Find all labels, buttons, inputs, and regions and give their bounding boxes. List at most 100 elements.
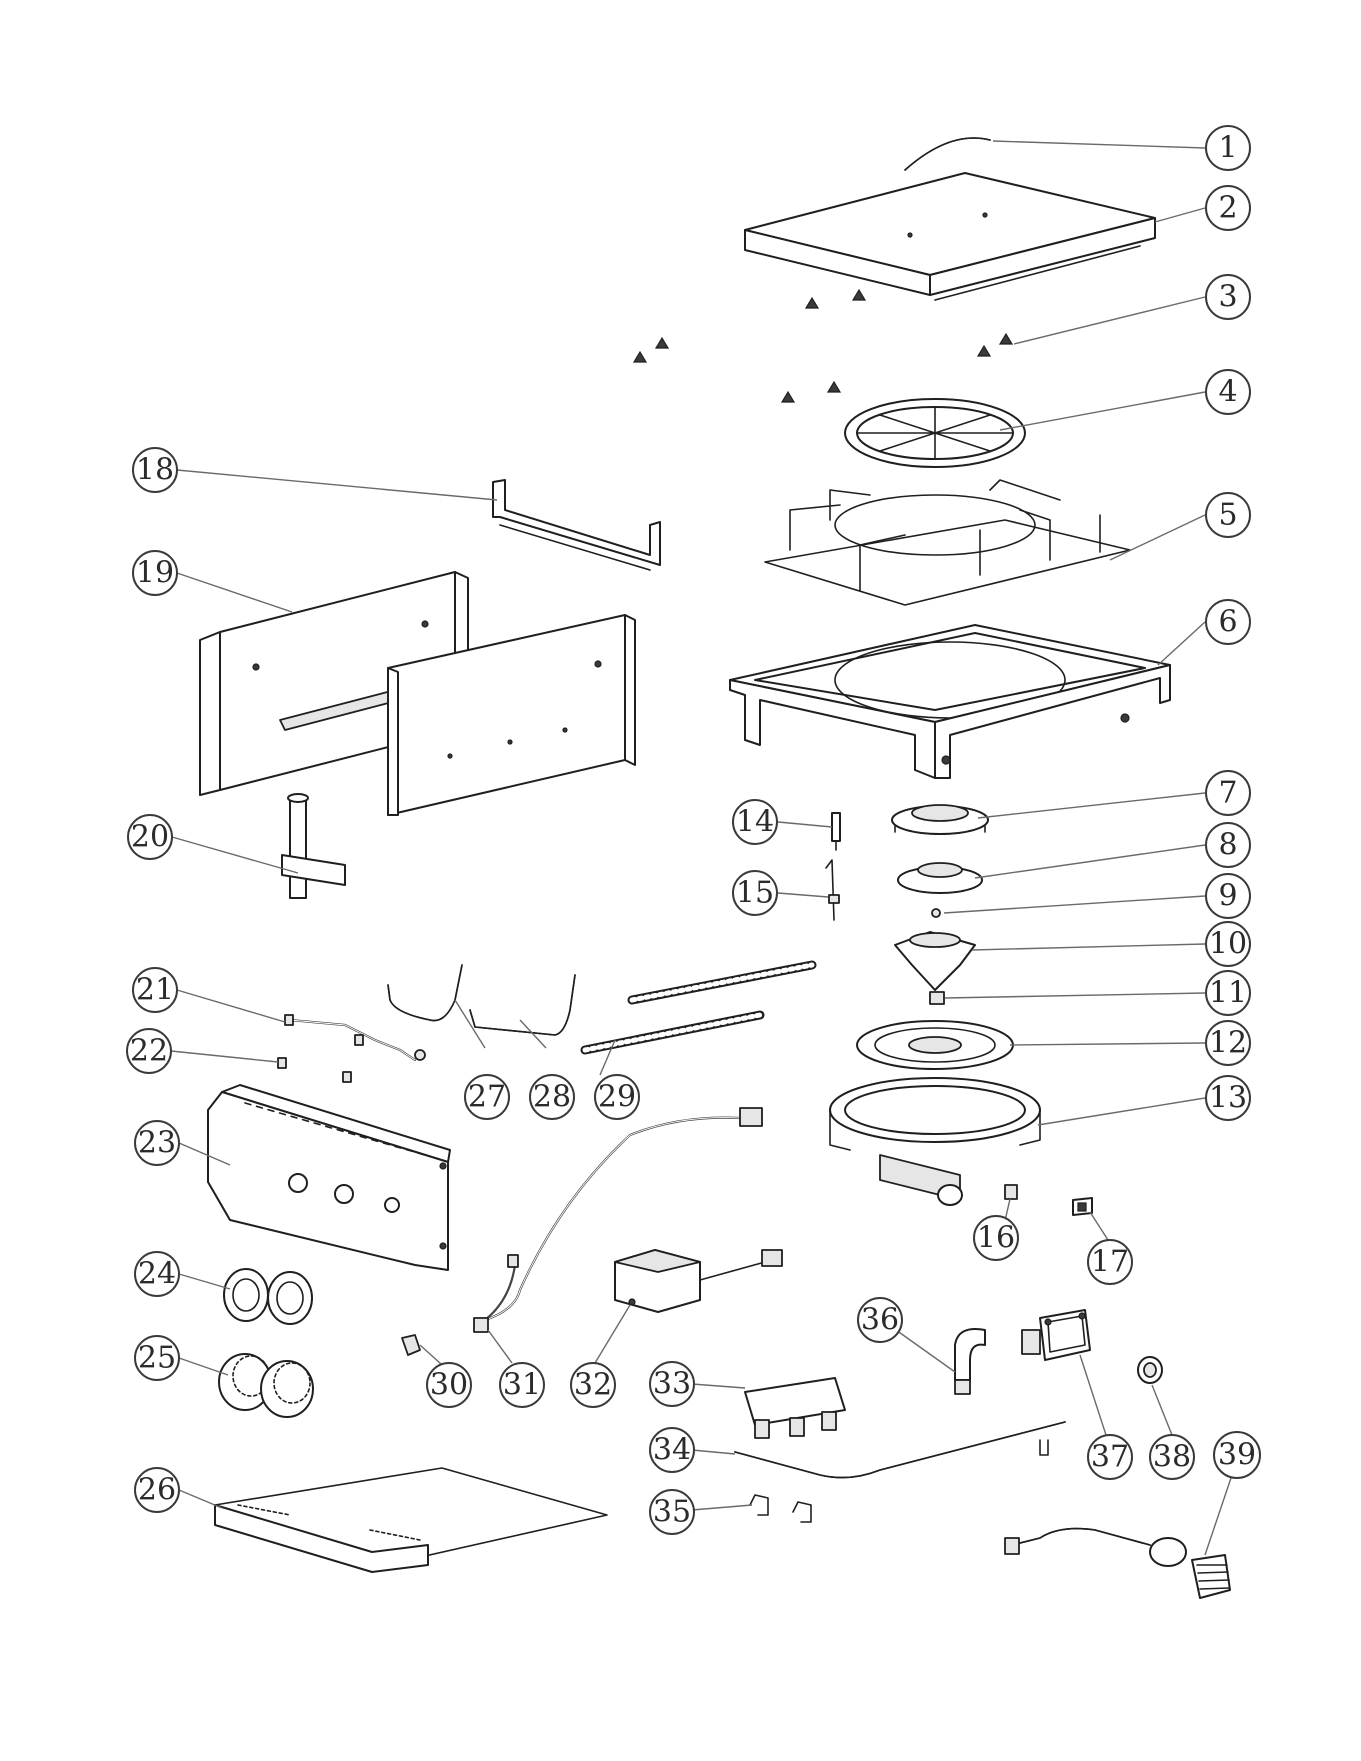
svg-text:38: 38 [1153,1440,1191,1475]
svg-text:35: 35 [653,1495,691,1530]
callout-5: 5 [1206,493,1250,537]
part-12-burner-plate [857,1021,1013,1069]
svg-text:23: 23 [138,1126,176,1161]
part-28-bent-tube [470,975,575,1035]
part-30-igniter-button [402,1335,420,1355]
svg-text:17: 17 [1091,1245,1129,1280]
callout-34: 34 [650,1428,694,1472]
callout-29: 29 [595,1075,639,1119]
callout-7: 7 [1206,771,1250,815]
callout-6: 6 [1206,600,1250,644]
svg-text:21: 21 [136,973,174,1008]
svg-text:34: 34 [653,1433,691,1468]
callout-1: 1 [1206,126,1250,170]
svg-text:31: 31 [503,1368,541,1403]
part-15-thermocouple [826,860,839,920]
svg-text:25: 25 [138,1341,176,1376]
callout-35: 35 [650,1490,694,1534]
part-35-clips [750,1495,811,1522]
svg-text:15: 15 [736,876,774,911]
svg-text:7: 7 [1218,776,1237,811]
callout-28: 28 [530,1075,574,1119]
svg-text:12: 12 [1209,1026,1247,1061]
svg-text:8: 8 [1218,828,1237,863]
svg-text:6: 6 [1218,605,1237,640]
part-7-burner-cap [892,805,988,834]
callout-32: 32 [571,1363,615,1407]
part-27-bent-tube [388,965,462,1021]
callout-27: 27 [465,1075,509,1119]
svg-text:5: 5 [1218,498,1237,533]
svg-text:19: 19 [136,556,174,591]
part-9-screw [932,909,940,917]
callout-24: 24 [135,1252,179,1296]
callout-31: 31 [500,1363,544,1407]
callout-2: 2 [1206,186,1250,230]
part-23-control-panel [208,1085,450,1270]
callout-33: 33 [650,1362,694,1406]
part-38-nut [1138,1357,1162,1383]
callout-38: 38 [1150,1435,1194,1479]
callout-21: 21 [133,968,177,1012]
callout-20: 20 [128,815,172,859]
part-10-burner-base [895,932,975,990]
part-1-handle [905,138,990,170]
part-17-bracket [1073,1198,1092,1215]
svg-text:30: 30 [430,1368,468,1403]
part-16-fitting [1005,1185,1017,1199]
svg-text:37: 37 [1091,1440,1129,1475]
part-33-valve-manifold [745,1378,845,1438]
part-11-elbow [930,992,944,1004]
callout-23: 23 [135,1121,179,1165]
svg-text:13: 13 [1209,1081,1247,1116]
svg-text:27: 27 [468,1080,506,1115]
svg-text:29: 29 [598,1080,636,1115]
part-21-wire-harness [285,1015,425,1060]
part-3-feet [634,290,1012,402]
callout-13: 13 [1206,1076,1250,1120]
part-34-gas-pipe [735,1422,1065,1478]
part-2-lid [745,173,1155,300]
svg-text:32: 32 [574,1368,612,1403]
part-18-bracket [493,480,660,570]
svg-text:22: 22 [130,1034,168,1069]
part-24-bezels [224,1269,312,1324]
callout-11: 11 [1206,971,1250,1015]
callout-39: 39 [1214,1432,1260,1478]
callout-36: 36 [858,1298,902,1342]
part-39-hose-regulator [1005,1529,1230,1598]
part-32-spark-generator [615,1250,782,1312]
svg-text:3: 3 [1218,280,1237,315]
part-22-connectors [278,1058,351,1082]
part-14-electrode [832,813,840,850]
callout-22: 22 [127,1029,171,1073]
callout-17: 17 [1088,1240,1132,1284]
part-26-drip-tray [215,1468,607,1572]
svg-text:2: 2 [1218,191,1237,226]
svg-text:39: 39 [1218,1438,1256,1473]
part-8-burner-head [898,863,982,893]
svg-text:36: 36 [861,1303,899,1338]
callout-15: 15 [733,871,777,915]
part-37-regulator-housing [1022,1310,1090,1360]
svg-text:4: 4 [1218,375,1237,410]
callout-26: 26 [135,1468,179,1512]
callout-30: 30 [427,1363,471,1407]
part-6-firebox [730,625,1170,778]
callout-3: 3 [1206,275,1250,319]
part-36-elbow-fitting [955,1329,985,1394]
callout-8: 8 [1206,823,1250,867]
svg-text:18: 18 [136,453,174,488]
part-19-side-panels [200,572,635,815]
part-4-grate-ring [845,399,1025,467]
svg-text:11: 11 [1209,976,1247,1011]
part-5-pot-support [765,480,1130,605]
callout-10: 10 [1206,922,1250,966]
part-20-leg-post [282,794,345,898]
callout-18: 18 [133,448,177,492]
svg-text:16: 16 [977,1221,1015,1256]
callout-9: 9 [1206,874,1250,918]
svg-text:26: 26 [138,1473,176,1508]
svg-text:20: 20 [131,820,169,855]
svg-text:28: 28 [533,1080,571,1115]
